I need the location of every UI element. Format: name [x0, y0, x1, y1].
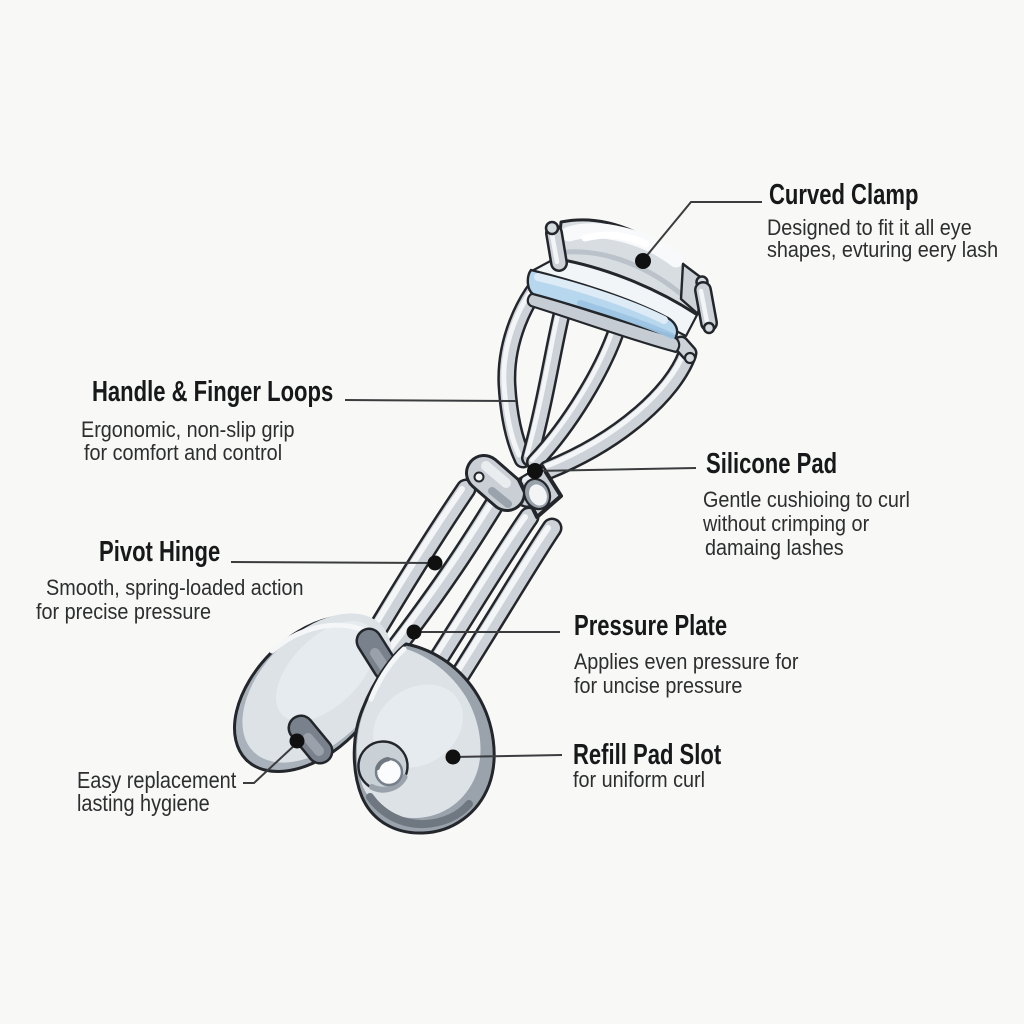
label-pivot-hinge-desc-1: Smooth, spring-loaded action	[46, 575, 304, 600]
right-handle-paddle	[352, 642, 496, 835]
label-handle-loops-desc-1: Ergonomic, non-slip grip	[81, 417, 295, 442]
silicone-pad-part	[526, 268, 698, 365]
leader-lines	[230, 201, 762, 784]
label-silicone-pad-desc-3: damaing lashes	[705, 535, 844, 560]
handle-shafts	[360, 478, 563, 713]
dot-pressure-plate	[406, 624, 422, 640]
label-curved-clamp-desc-1: Designed to fit it all eye	[767, 215, 972, 240]
replacement-slot	[287, 714, 334, 765]
dot-curved-clamp	[635, 253, 651, 269]
finger-hole	[357, 740, 409, 793]
dot-easy-replacement	[289, 733, 305, 749]
leader-refill-pad-slot	[452, 754, 563, 758]
label-silicone-pad-desc-1: Gentle cushioing to curl	[703, 487, 910, 512]
label-pressure-plate-title: Pressure Plate	[574, 610, 728, 642]
dot-silicone-pad	[527, 463, 543, 479]
label-pressure-plate-desc-2: for uncise pressure	[574, 673, 743, 698]
left-handle-paddle	[232, 613, 400, 774]
label-handle-loops-title: Handle & Finger Loops	[92, 376, 334, 408]
label-easy-replacement-line-1: Easy replacement	[77, 767, 237, 793]
callout-dots	[289, 253, 651, 765]
refill-pad-slot-left	[355, 627, 400, 682]
clamp-right-post	[694, 275, 718, 335]
pivot-hinge-part	[465, 454, 563, 519]
clamp-band-surface	[556, 218, 701, 316]
arm-inner-right	[526, 320, 626, 471]
leader-pivot-hinge	[230, 561, 436, 564]
clamp-left-post	[544, 220, 568, 272]
arm-outer-right	[538, 345, 697, 480]
dot-refill-pad-slot	[445, 749, 461, 765]
leader-easy-replacement	[243, 742, 298, 784]
shaft-right-inner	[414, 506, 540, 691]
label-refill-pad-slot-title: Refill Pad Slot	[573, 739, 722, 771]
label-curved-clamp-desc-2: shapes, evturing eery lash	[767, 237, 999, 262]
pad-right-stub	[672, 335, 698, 365]
shaft-right-outer	[432, 517, 563, 713]
label-pressure-plate-desc-1: Applies even pressure for	[574, 649, 799, 674]
label-handle-loops-desc-2: for comfort and control	[84, 440, 283, 465]
label-easy-replacement-line-2: lasting hygiene	[77, 790, 210, 816]
label-refill-pad-slot-desc-1: for uniform curl	[573, 767, 706, 792]
leader-silicone-pad	[534, 467, 697, 472]
shaft-left-outer	[360, 478, 477, 651]
leader-curved-clamp	[643, 201, 762, 260]
label-silicone-pad-desc-2: without crimping or	[703, 511, 870, 536]
label-pivot-hinge-title: Pivot Hinge	[99, 536, 221, 568]
label-pivot-hinge-desc-2: for precise pressure	[36, 599, 211, 624]
dot-pivot-hinge	[427, 555, 443, 571]
label-curved-clamp-title: Curved Clamp	[769, 179, 919, 211]
leader-handle-loops	[344, 399, 517, 402]
label-silicone-pad-title: Silicone Pad	[706, 448, 838, 480]
